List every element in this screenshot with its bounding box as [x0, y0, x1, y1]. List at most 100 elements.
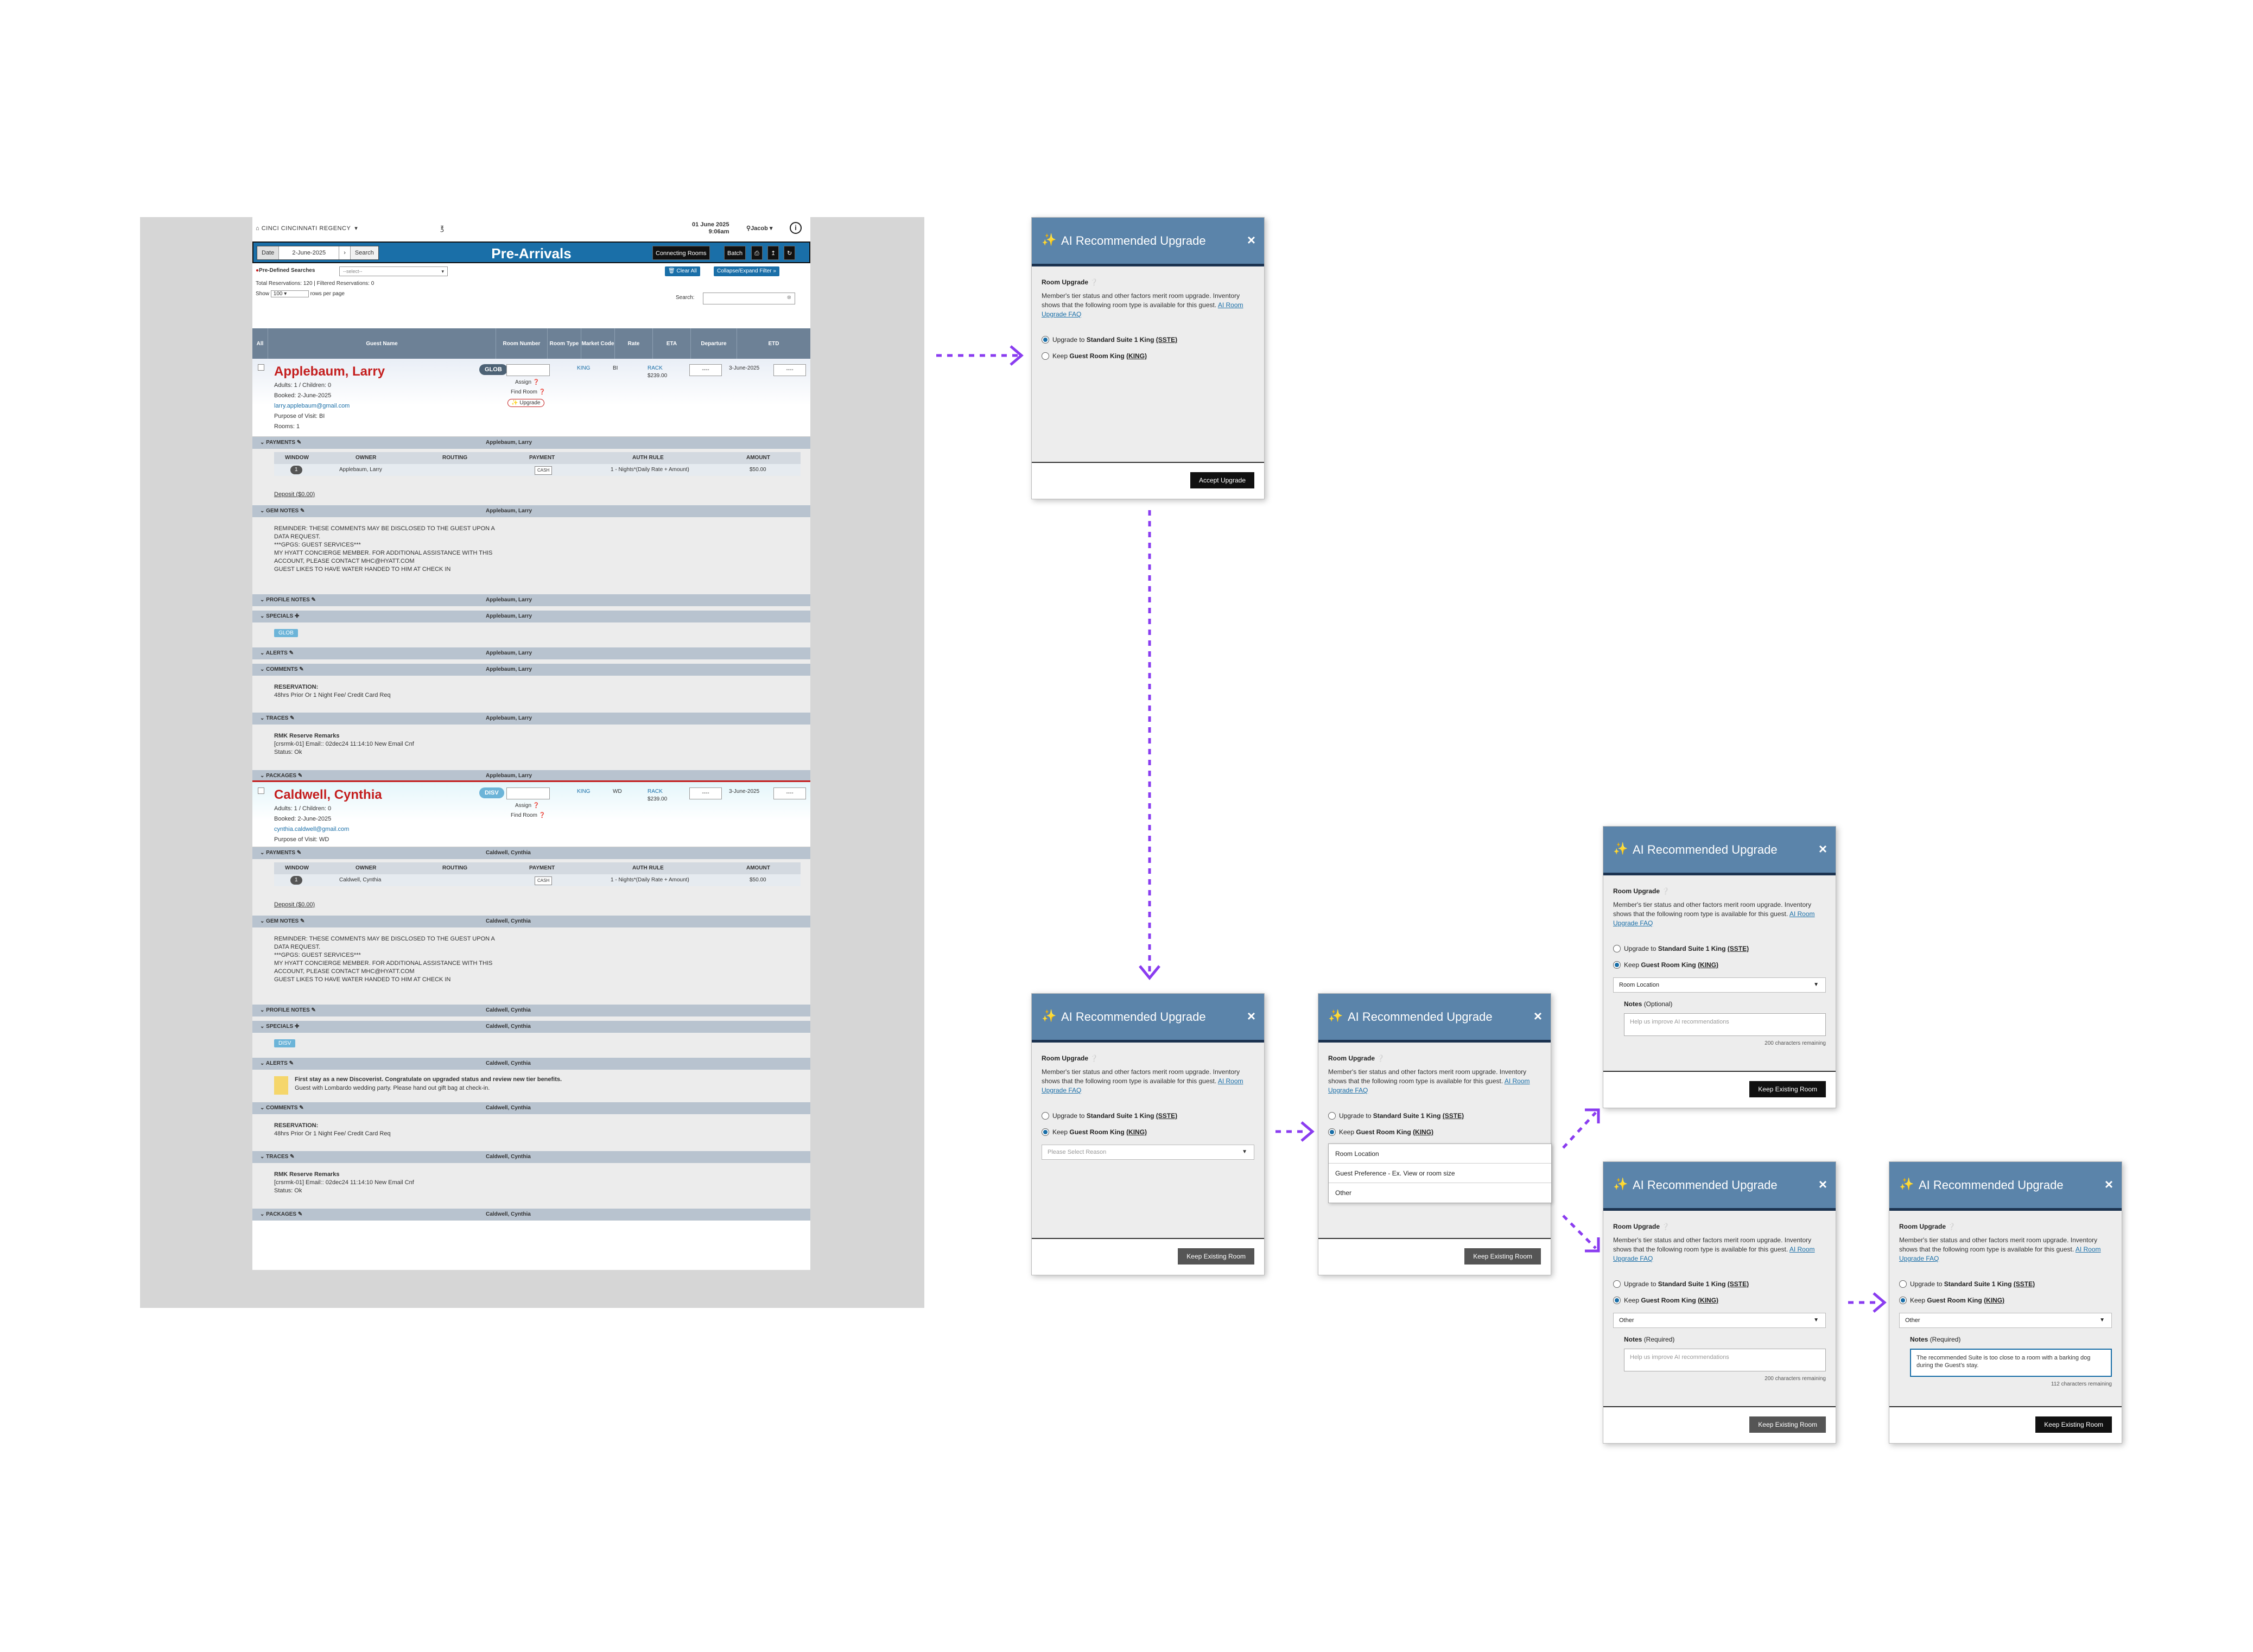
payments-section-header[interactable]: ⌄ PAYMENTS ✎Applebaum, Larry	[252, 437, 810, 449]
predefined-searches-select[interactable]: --select--▾	[339, 266, 448, 276]
packages-section-header[interactable]: ⌄ PACKAGES ✎Caldwell, Cynthia	[252, 1209, 810, 1221]
upgrade-radio[interactable]: Upgrade to Standard Suite 1 King (SSTE)	[1899, 1280, 2035, 1288]
search-input[interactable]: ⊗	[703, 293, 795, 304]
connecting-rooms-button[interactable]: Connecting Rooms	[652, 246, 710, 260]
guest-email[interactable]: larry.applebaum@gmail.com	[274, 403, 350, 409]
etd-input[interactable]: ----	[773, 787, 806, 799]
faq-link[interactable]: AI Room Upgrade FAQ	[1613, 1246, 1815, 1262]
col-room-number[interactable]: Room Number	[496, 328, 547, 359]
assign-link[interactable]: Assign ❓	[515, 803, 540, 809]
profile-notes-section-header[interactable]: ⌄ PROFILE NOTES ✎Applebaum, Larry	[252, 594, 810, 606]
alerts-section-header[interactable]: ⌄ ALERTS ✎Caldwell, Cynthia	[252, 1058, 810, 1070]
hotel-selector[interactable]: ⌂ CINCI CINCINNATI REGENCY ▾	[256, 225, 358, 232]
faq-link[interactable]: AI Room Upgrade FAQ	[1042, 1077, 1243, 1094]
payments-section-header[interactable]: ⌄ PAYMENTS ✎Caldwell, Cynthia	[252, 847, 810, 859]
notes-textarea[interactable]: Help us improve AI recommendations	[1624, 1013, 1826, 1036]
deposit-link[interactable]: Deposit ($0.00)	[274, 901, 315, 908]
gem-notes-section-header[interactable]: ⌄ GEM NOTES ✎Caldwell, Cynthia	[252, 916, 810, 927]
traces-section-header[interactable]: ⌄ TRACES ✎Caldwell, Cynthia	[252, 1151, 810, 1163]
rows-select[interactable]: 100 ▾	[270, 290, 309, 297]
clear-all-button[interactable]: 🗑 Clear All	[665, 266, 700, 276]
date-input[interactable]: 2-June-2025	[292, 250, 326, 256]
upgrade-button[interactable]: ✨ Upgrade	[507, 399, 544, 407]
clear-search-icon[interactable]: ⊗	[786, 295, 791, 301]
close-icon[interactable]: ×	[1818, 1176, 1827, 1192]
rate-code[interactable]: RACK	[648, 789, 663, 795]
specials-section-header[interactable]: ⌄ SPECIALS ✚Applebaum, Larry	[252, 611, 810, 622]
deposit-link[interactable]: Deposit ($0.00)	[274, 491, 315, 498]
col-market-code[interactable]: Market Code	[581, 328, 614, 359]
info-icon[interactable]: ❔	[1947, 1223, 1956, 1230]
packages-section-header[interactable]: ⌄ PACKAGES ✎Applebaum, Larry	[252, 770, 810, 782]
find-room-link[interactable]: Find Room ❓	[511, 812, 545, 818]
close-icon[interactable]: ×	[1247, 232, 1255, 248]
special-tag[interactable]: GLOB	[274, 629, 298, 637]
upgrade-radio[interactable]: Upgrade to Standard Suite 1 King (SSTE)	[1613, 945, 1749, 952]
keep-radio[interactable]: Keep Guest Room King (KING)	[1613, 1297, 1718, 1304]
guest-email[interactable]: cynthia.caldwell@gmail.com	[274, 826, 350, 833]
keep-existing-room-button[interactable]: Keep Existing Room	[1749, 1081, 1826, 1097]
faq-link[interactable]: AI Room Upgrade FAQ	[1899, 1246, 2101, 1262]
room-type[interactable]: KING	[577, 789, 591, 795]
keep-existing-room-button[interactable]: Keep Existing Room	[2035, 1416, 2112, 1433]
info-icon[interactable]: i	[790, 222, 802, 234]
close-icon[interactable]: ×	[1818, 841, 1827, 857]
close-icon[interactable]: ×	[1247, 1008, 1255, 1024]
notes-textarea[interactable]: Help us improve AI recommendations	[1624, 1349, 1826, 1371]
upgrade-radio[interactable]: Upgrade to Standard Suite 1 King (SSTE)	[1328, 1112, 1464, 1120]
upgrade-radio[interactable]: Upgrade to Standard Suite 1 King (SSTE)	[1042, 1112, 1177, 1120]
gem-notes-section-header[interactable]: ⌄ GEM NOTES ✎Applebaum, Larry	[252, 505, 810, 517]
table-row[interactable]: 1 Applebaum, Larry CASH 1 - Nights*(Dail…	[274, 464, 801, 476]
close-icon[interactable]: ×	[1533, 1008, 1542, 1024]
special-tag[interactable]: DISV	[274, 1039, 296, 1047]
close-icon[interactable]: ×	[2104, 1176, 2113, 1192]
guest-checkbox[interactable]	[258, 787, 264, 794]
faq-link[interactable]: AI Room Upgrade FAQ	[1042, 301, 1243, 318]
user-menu[interactable]: ⚲Jacob ▾	[746, 225, 773, 232]
table-row[interactable]: 1 Caldwell, Cynthia CASH 1 - Nights*(Dai…	[274, 874, 801, 886]
faq-link[interactable]: AI Room Upgrade FAQ	[1613, 910, 1815, 927]
date-picker[interactable]: Date 2-June-2025 › Search	[257, 246, 379, 260]
faq-link[interactable]: AI Room Upgrade FAQ	[1328, 1077, 1530, 1094]
batch-button[interactable]: Batch	[724, 246, 746, 260]
search-button[interactable]: Search	[350, 246, 378, 259]
accept-upgrade-button[interactable]: Accept Upgrade	[1190, 472, 1254, 488]
guest-name-link[interactable]: Applebaum, Larry	[274, 364, 385, 379]
etd-input[interactable]: ----	[773, 364, 806, 376]
col-all[interactable]: All	[256, 340, 264, 347]
keep-existing-room-button[interactable]: Keep Existing Room	[1178, 1248, 1254, 1265]
room-type[interactable]: KING	[577, 365, 591, 371]
keep-existing-room-button[interactable]: Keep Existing Room	[1749, 1416, 1826, 1433]
keep-radio[interactable]: Keep Guest Room King (KING)	[1328, 1128, 1433, 1136]
collapse-filter-button[interactable]: Collapse/Expand Filter »	[714, 266, 779, 276]
reason-option-other[interactable]: Other	[1335, 1189, 1352, 1197]
room-number-input[interactable]	[506, 364, 550, 376]
col-room-type[interactable]: Room Type	[547, 328, 581, 359]
info-icon[interactable]: ❔	[1090, 278, 1099, 286]
keep-existing-room-button[interactable]: Keep Existing Room	[1464, 1248, 1541, 1265]
col-guest-name[interactable]: Guest Name	[268, 328, 496, 359]
col-rate[interactable]: Rate	[614, 328, 652, 359]
print-icon[interactable]: ⎙	[751, 246, 763, 260]
traces-section-header[interactable]: ⌄ TRACES ✎Applebaum, Larry	[252, 713, 810, 725]
next-date-icon[interactable]: ›	[339, 246, 350, 259]
reason-select[interactable]: Room Location▼	[1613, 977, 1826, 993]
guest-checkbox[interactable]	[258, 364, 264, 371]
notes-textarea[interactable]: The recommended Suite is too close to a …	[1910, 1349, 2112, 1377]
col-etd[interactable]: ETD	[737, 328, 810, 359]
comments-section-header[interactable]: ⌄ COMMENTS ✎Applebaum, Larry	[252, 664, 810, 676]
reason-select[interactable]: Please Select Reason▼	[1042, 1145, 1254, 1160]
export-icon[interactable]: ↥	[767, 246, 779, 260]
reason-select[interactable]: Other▼	[1899, 1313, 2112, 1328]
rate-code[interactable]: RACK	[648, 365, 663, 371]
info-icon[interactable]: ❔	[1090, 1054, 1099, 1062]
specials-section-header[interactable]: ⌄ SPECIALS ✚Caldwell, Cynthia	[252, 1021, 810, 1033]
info-icon[interactable]: ❔	[1661, 1223, 1670, 1230]
eta-input[interactable]: ----	[689, 364, 722, 376]
keep-radio[interactable]: Keep Guest Room King (KING)	[1042, 1128, 1147, 1136]
info-icon[interactable]: ❔	[1661, 887, 1670, 895]
room-number-input[interactable]	[506, 787, 550, 799]
keep-radio[interactable]: Keep Guest Room King (KING)	[1613, 961, 1718, 969]
comments-section-header[interactable]: ⌄ COMMENTS ✎Caldwell, Cynthia	[252, 1102, 810, 1114]
info-icon[interactable]: ❔	[1376, 1054, 1385, 1062]
